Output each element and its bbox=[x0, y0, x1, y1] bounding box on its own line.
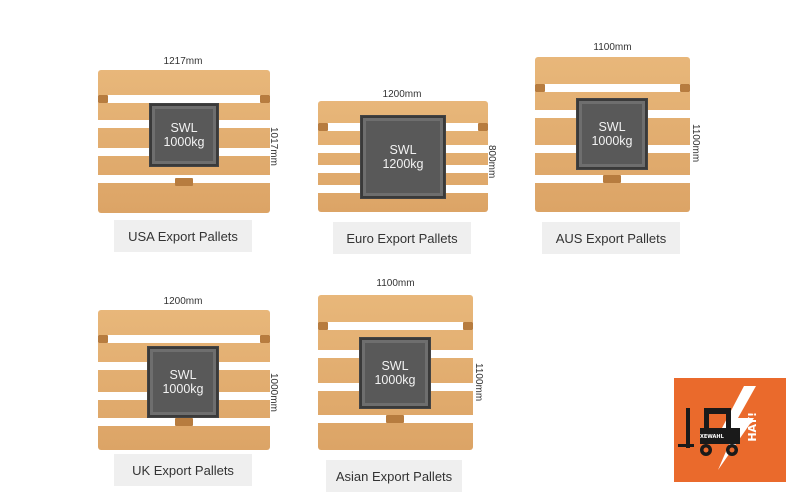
load-label: SWL bbox=[170, 121, 198, 135]
width-label: 1200mm bbox=[382, 89, 422, 100]
load-box: SWL 1200kg bbox=[361, 116, 445, 198]
caption: USA Export Pallets bbox=[114, 220, 252, 252]
caption: Euro Export Pallets bbox=[333, 222, 471, 254]
width-label: 1200mm bbox=[163, 296, 203, 307]
load-value: 1000kg bbox=[591, 134, 633, 148]
brand-text: XEWAHL bbox=[700, 434, 724, 440]
height-label: 1100mm bbox=[690, 123, 701, 163]
height-label: 1017mm bbox=[268, 126, 279, 166]
load-box: SWL 1000kg bbox=[577, 99, 647, 169]
load-label: SWL bbox=[598, 120, 626, 134]
height-label: 1100mm bbox=[473, 362, 484, 402]
caption: UK Export Pallets bbox=[114, 454, 252, 486]
load-value: 1000kg bbox=[162, 382, 204, 396]
load-value: 1200kg bbox=[382, 157, 424, 171]
height-label: 800mm bbox=[486, 145, 497, 179]
width-label: 1100mm bbox=[376, 278, 415, 289]
caption: AUS Export Pallets bbox=[542, 222, 680, 254]
load-label: SWL bbox=[381, 359, 409, 373]
load-box: SWL 1000kg bbox=[148, 347, 218, 417]
load-value: 1000kg bbox=[374, 373, 416, 387]
width-label: 1100mm bbox=[593, 42, 632, 53]
caption: Asian Export Pallets bbox=[326, 460, 462, 492]
brand-logo: XEWAHL HAY! bbox=[674, 378, 786, 482]
load-box: SWL 1000kg bbox=[360, 338, 430, 408]
forklift-icon bbox=[678, 386, 756, 470]
load-label: SWL bbox=[389, 143, 417, 157]
brand-slogan: HAY! bbox=[746, 412, 759, 442]
load-value: 1000kg bbox=[163, 135, 205, 149]
load-box: SWL 1000kg bbox=[150, 104, 218, 166]
width-label: 1217mm bbox=[163, 56, 203, 67]
height-label: 1000mm bbox=[268, 372, 279, 412]
load-label: SWL bbox=[169, 368, 197, 382]
